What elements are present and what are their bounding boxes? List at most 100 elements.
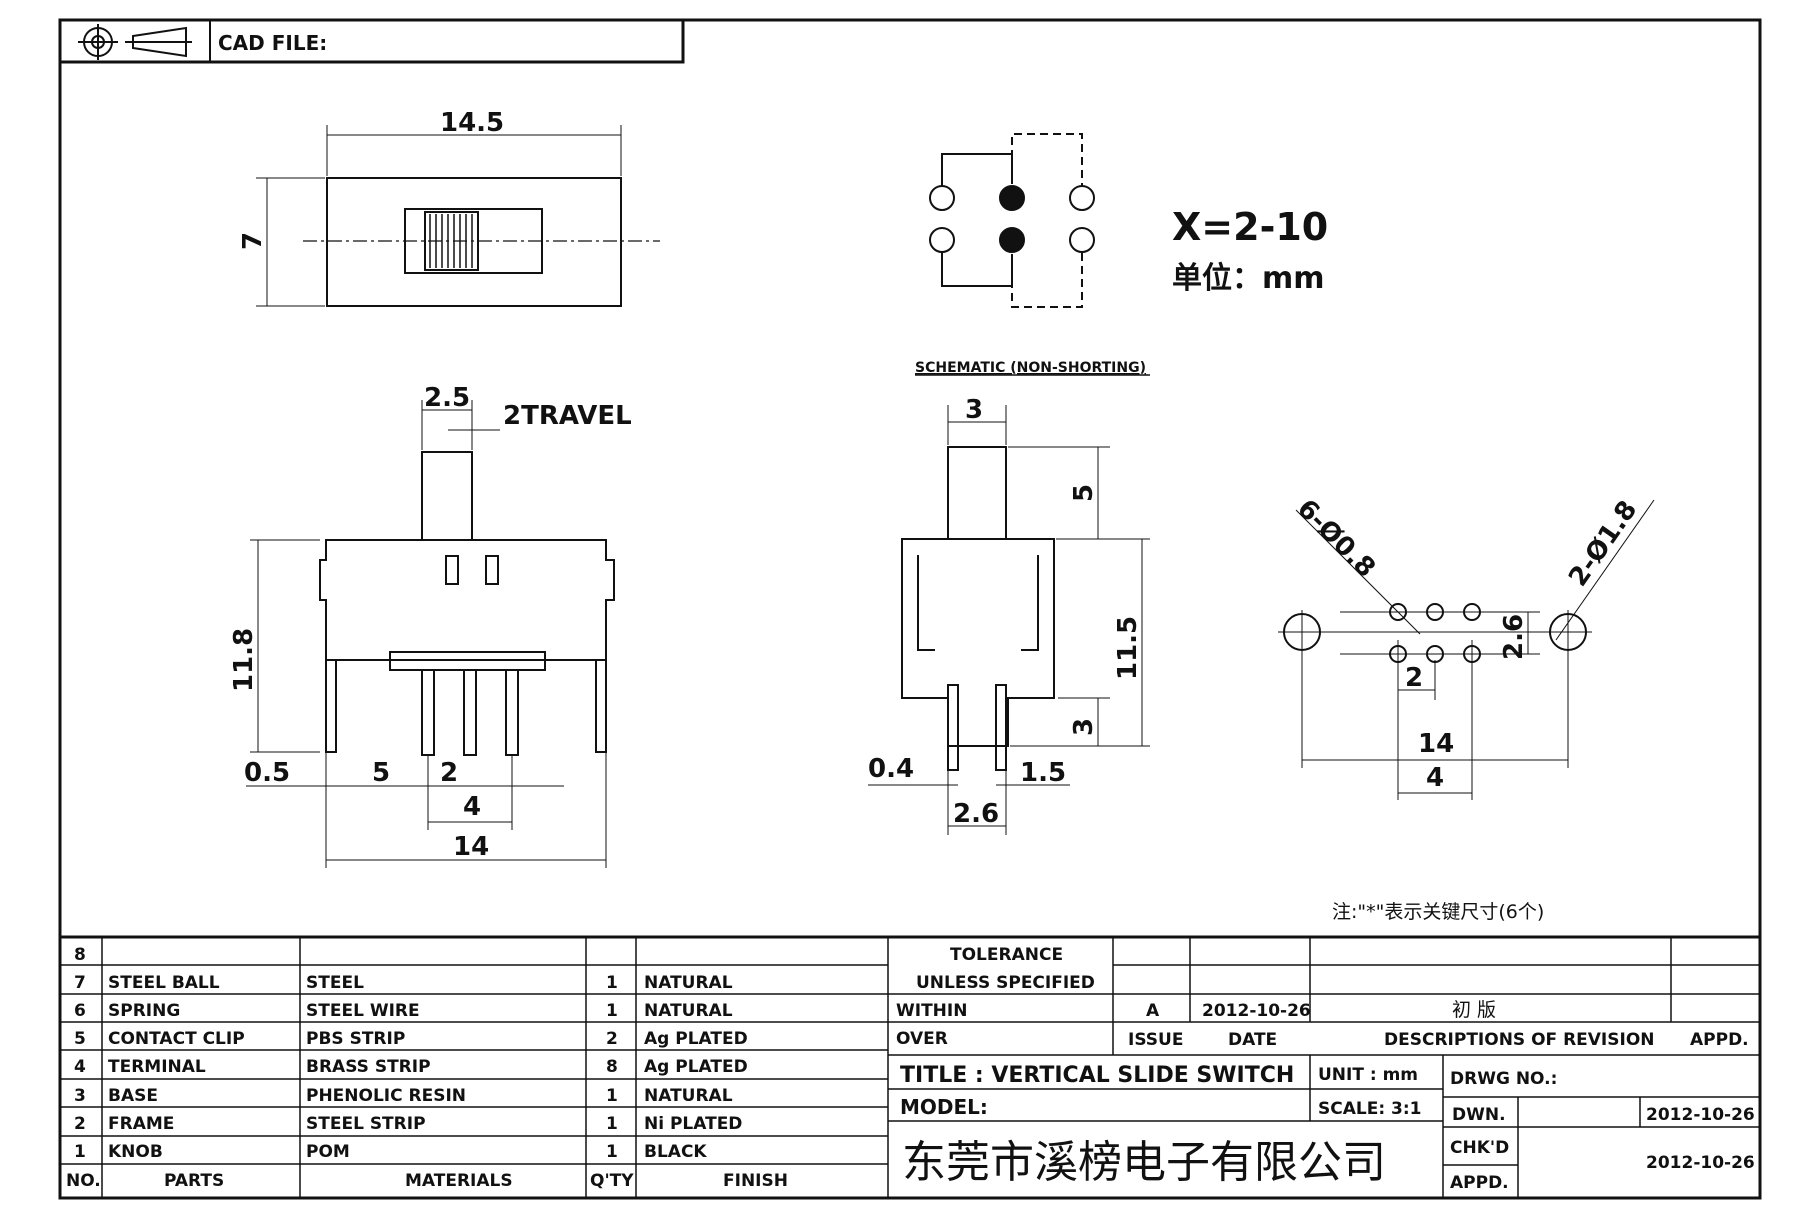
svg-text:POM: POM bbox=[306, 1142, 350, 1162]
revision-desc-label: DESCRIPTIONS OF REVISION bbox=[1384, 1030, 1655, 1050]
table-row: 5 CONTACT CLIP PBS STRIP 2 Ag PLATED bbox=[74, 1029, 748, 1049]
svg-text:NO.: NO. bbox=[66, 1171, 101, 1191]
dwn-label: DWN. bbox=[1452, 1105, 1506, 1125]
svg-text:PHENOLIC RESIN: PHENOLIC RESIN bbox=[306, 1086, 466, 1106]
revision-desc-value: 初 版 bbox=[1452, 999, 1496, 1021]
svg-text:8: 8 bbox=[606, 1057, 618, 1077]
top-height-dim: 7 bbox=[238, 232, 268, 250]
pcb-dim-2: 2 bbox=[1405, 663, 1423, 693]
tolerance-over: OVER bbox=[896, 1029, 948, 1049]
svg-text:BRASS STRIP: BRASS STRIP bbox=[306, 1057, 431, 1077]
sheet-border bbox=[58, 18, 1762, 1200]
side-pin-dim: 3 bbox=[1069, 718, 1099, 736]
front-dim-0-5: 0.5 bbox=[244, 758, 290, 788]
actuator-width-dim: 2.5 bbox=[424, 383, 470, 413]
svg-text:6: 6 bbox=[74, 1001, 86, 1021]
svg-text:NATURAL: NATURAL bbox=[644, 973, 733, 993]
table-row: 6 SPRING STEEL WIRE 1 NATURAL bbox=[74, 1001, 733, 1021]
svg-text:FRAME: FRAME bbox=[108, 1114, 174, 1134]
svg-text:STEEL WIRE: STEEL WIRE bbox=[306, 1001, 420, 1021]
svg-text:STEEL STRIP: STEEL STRIP bbox=[306, 1114, 426, 1134]
svg-text:1: 1 bbox=[606, 1142, 618, 1162]
front-dim-2: 2 bbox=[440, 758, 458, 788]
table-row: 2 FRAME STEEL STRIP 1 Ni PLATED bbox=[74, 1114, 742, 1134]
svg-text:1: 1 bbox=[74, 1142, 86, 1162]
svg-text:1: 1 bbox=[606, 1001, 618, 1021]
bom-rows: 8 7 STEEL BALL STEEL 1 NATURAL 6 SPRING … bbox=[66, 945, 788, 1191]
side-view bbox=[868, 405, 1150, 835]
svg-text:1: 1 bbox=[606, 1086, 618, 1106]
svg-text:NATURAL: NATURAL bbox=[644, 1001, 733, 1021]
appd-label: APPD. bbox=[1450, 1173, 1509, 1193]
company-name: 东莞市溪榜电子有限公司 bbox=[902, 1137, 1386, 1188]
unit-label: 单位：mm bbox=[1172, 261, 1325, 296]
svg-text:2: 2 bbox=[74, 1114, 86, 1134]
svg-text:Ag PLATED: Ag PLATED bbox=[644, 1029, 748, 1049]
front-dim-4: 4 bbox=[463, 792, 481, 822]
revision-issue-value: A bbox=[1146, 1001, 1160, 1021]
chkd-label: CHK'D bbox=[1450, 1138, 1509, 1158]
pcb-footprint-view bbox=[1278, 499, 1655, 800]
svg-text:4: 4 bbox=[74, 1057, 86, 1077]
svg-text:1: 1 bbox=[606, 973, 618, 993]
svg-text:PBS STRIP: PBS STRIP bbox=[306, 1029, 405, 1049]
svg-text:BLACK: BLACK bbox=[644, 1142, 707, 1162]
svg-text:PARTS: PARTS bbox=[164, 1171, 224, 1191]
pcb-big-holes-dim: 2-Ø1.8 bbox=[1563, 495, 1643, 592]
revision-date-value: 2012-10-26 bbox=[1202, 1001, 1311, 1021]
revision-appd-label: APPD. bbox=[1690, 1030, 1749, 1050]
front-dim-5: 5 bbox=[372, 758, 390, 788]
schematic-caption: SCHEMATIC (NON-SHORTING) bbox=[915, 360, 1146, 376]
svg-text:TERMINAL: TERMINAL bbox=[108, 1057, 206, 1077]
schematic-diagram bbox=[929, 133, 1095, 308]
table-row: 1 KNOB POM 1 BLACK bbox=[74, 1142, 707, 1162]
scale-label: SCALE: 3:1 bbox=[1318, 1099, 1422, 1119]
cad-file-label: CAD FILE: bbox=[218, 31, 327, 55]
dwn-date: 2012-10-26 bbox=[1646, 1105, 1755, 1125]
pcb-dim-4: 4 bbox=[1426, 763, 1444, 793]
title-label: TITLE : VERTICAL SLIDE SWITCH bbox=[900, 1063, 1294, 1088]
svg-text:7: 7 bbox=[74, 973, 86, 993]
side-height-dim: 11.5 bbox=[1113, 616, 1143, 680]
bom-table bbox=[60, 935, 1760, 1198]
side-dim-0-4: 0.4 bbox=[868, 754, 914, 784]
pcb-dim-2-6: 2.6 bbox=[1499, 614, 1529, 660]
svg-text:STEEL: STEEL bbox=[306, 973, 364, 993]
svg-text:BASE: BASE bbox=[108, 1086, 158, 1106]
svg-text:Ag PLATED: Ag PLATED bbox=[644, 1057, 748, 1077]
pcb-dim-14: 14 bbox=[1418, 729, 1454, 759]
projection-symbol-icon bbox=[78, 24, 192, 60]
side-actuator-dim: 5 bbox=[1069, 484, 1099, 502]
svg-text:3: 3 bbox=[74, 1086, 86, 1106]
x-range-label: X=2-10 bbox=[1172, 205, 1328, 249]
front-view bbox=[246, 400, 615, 868]
svg-text:STEEL BALL: STEEL BALL bbox=[108, 973, 220, 993]
model-label: MODEL: bbox=[900, 1095, 988, 1119]
table-row: 4 TERMINAL BRASS STRIP 8 Ag PLATED bbox=[74, 1057, 748, 1077]
table-header-row: NO. PARTS MATERIALS Q'TY FINISH bbox=[66, 1171, 788, 1191]
bom-no-8: 8 bbox=[74, 945, 86, 965]
svg-text:FINISH: FINISH bbox=[723, 1171, 788, 1191]
svg-text:MATERIALS: MATERIALS bbox=[405, 1171, 513, 1191]
revision-issue-label: ISSUE bbox=[1128, 1030, 1183, 1050]
tolerance-within: WITHIN bbox=[896, 1001, 967, 1021]
front-height-dim: 11.8 bbox=[229, 628, 259, 692]
revision-block bbox=[888, 937, 1760, 1056]
front-dim-14: 14 bbox=[453, 832, 489, 862]
svg-text:1: 1 bbox=[606, 1114, 618, 1134]
svg-text:NATURAL: NATURAL bbox=[644, 1086, 733, 1106]
table-row: 3 BASE PHENOLIC RESIN 1 NATURAL bbox=[74, 1086, 733, 1106]
drawing-number-label: DRWG NO.: bbox=[1450, 1069, 1557, 1089]
svg-text:Q'TY: Q'TY bbox=[590, 1171, 634, 1191]
top-view bbox=[256, 125, 660, 307]
unit-title-label: UNIT : mm bbox=[1318, 1065, 1418, 1085]
svg-text:Ni PLATED: Ni PLATED bbox=[644, 1114, 742, 1134]
table-row: 7 STEEL BALL STEEL 1 NATURAL bbox=[74, 973, 733, 993]
side-dim-1-5: 1.5 bbox=[1020, 758, 1066, 788]
header-box: CAD FILE: bbox=[58, 18, 685, 64]
side-top-dim: 3 bbox=[965, 395, 983, 425]
svg-text:2: 2 bbox=[606, 1029, 618, 1049]
travel-dim: 2TRAVEL bbox=[503, 401, 632, 431]
side-dim-2-6: 2.6 bbox=[953, 799, 999, 829]
